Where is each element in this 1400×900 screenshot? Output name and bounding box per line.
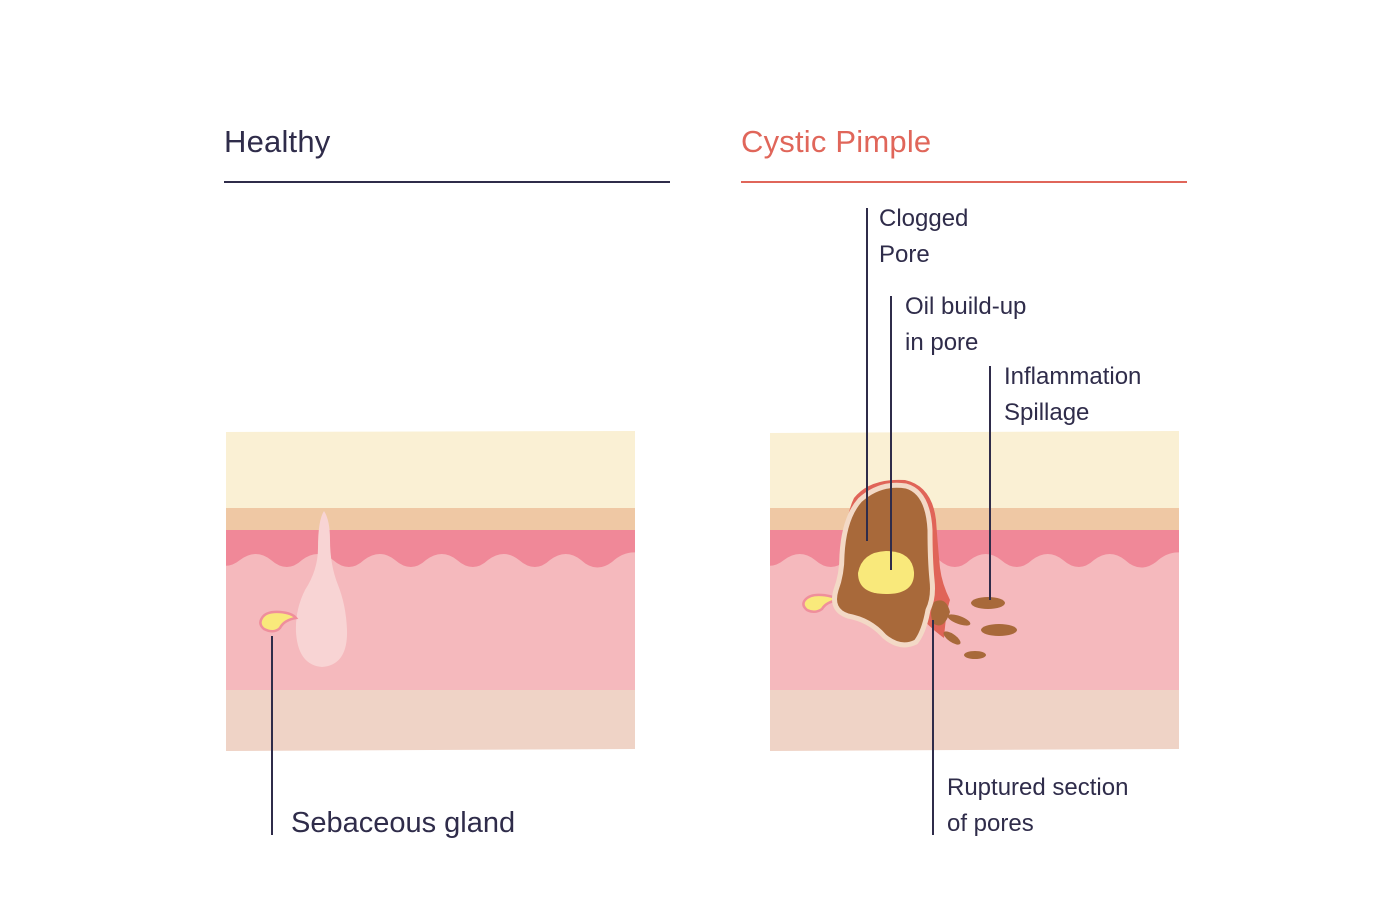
hair-follicle xyxy=(295,511,348,667)
healthy-basal-layer xyxy=(226,508,635,531)
label-sebaceous-gland: Sebaceous gland xyxy=(291,807,516,839)
spillage-droplet xyxy=(964,651,986,659)
oil-buildup xyxy=(858,551,915,594)
healthy-sebaceous-gland xyxy=(259,610,299,633)
cystic-sebaceous-gland xyxy=(802,593,841,613)
cystic-skin-block xyxy=(770,431,1179,751)
healthy-skin-block xyxy=(226,431,635,751)
cystic-subcutis-layer xyxy=(770,690,1179,751)
cystic-title-underline xyxy=(741,181,1187,183)
label-clogged-pore: Clogged Pore xyxy=(879,201,968,273)
cystic-title: Cystic Pimple xyxy=(741,124,932,159)
spillage-droplet xyxy=(981,624,1017,636)
label-ruptured-line2: of pores xyxy=(947,810,1034,837)
label-oil-buildup-line1: Oil build-up xyxy=(905,293,1027,320)
label-oil-buildup-line2: in pore xyxy=(905,329,979,356)
healthy-title-underline xyxy=(224,181,670,183)
rupture-tear xyxy=(931,600,950,626)
spillage-droplet xyxy=(971,597,1005,609)
label-oil-buildup: Oil build-up in pore xyxy=(905,289,1026,361)
cystic-basal-layer xyxy=(770,508,1179,531)
spillage-droplet xyxy=(947,614,971,626)
healthy-title: Healthy xyxy=(224,124,331,159)
cystic-epidermis-layer xyxy=(770,431,1179,509)
label-inflammation-line1: Inflammation xyxy=(1004,363,1142,390)
label-inflammation-line2: Spillage xyxy=(1004,399,1090,426)
healthy-subcutis-layer xyxy=(226,690,635,751)
label-clogged-pore-line2: Pore xyxy=(879,241,930,268)
label-ruptured-line1: Ruptured section xyxy=(947,774,1129,801)
label-clogged-pore-line1: Clogged xyxy=(879,205,969,232)
spillage-droplet xyxy=(943,631,961,645)
label-ruptured-section: Ruptured section of pores xyxy=(947,770,1128,842)
label-inflammation-spillage: Inflammation Spillage xyxy=(1004,359,1141,431)
healthy-epidermis-layer xyxy=(226,431,635,509)
